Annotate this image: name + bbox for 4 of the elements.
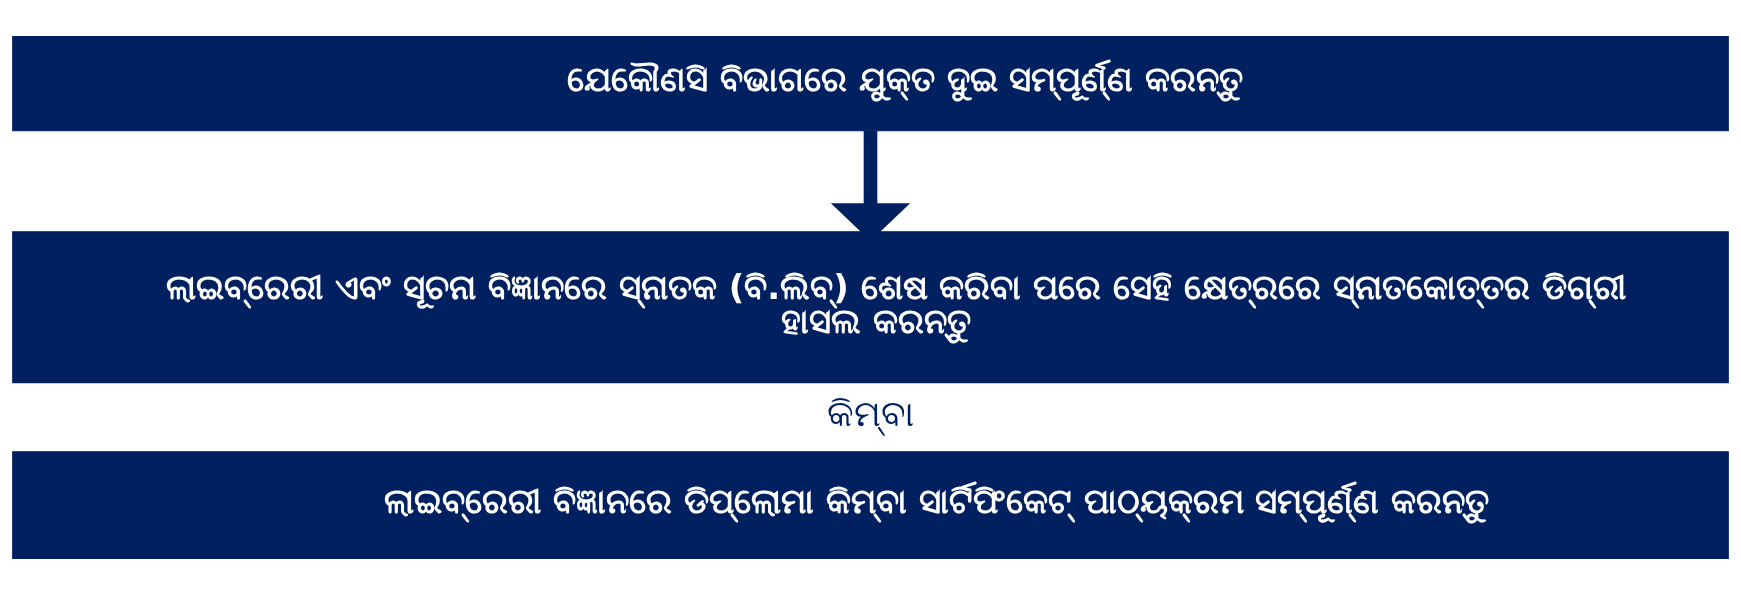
label: କିମ୍ବା xyxy=(827,392,914,436)
node-box: ଯେକୌଣସି ବିଭାଗରେ ଯୁକ୍ତ ଦୁଇ ସମ୍ପୂର୍ଣ୍ଣ କରନ୍ତୁ xyxy=(12,35,1729,132)
node-box: ଲାଇବ୍ରେରୀ ଏବଂ ସୂଚନା ବିଜ୍ଞାନରେ ସ୍ନାତକ (ବି.ଲିବ୍) ଶେଷ କରିବା ପରେ ସେହି କ୍ଷେତ୍ରରେ ସ୍ନାତକୋତ୍ତର ଡିଗ୍ରୀ ହାସଲ କରନ୍ତୁ xyxy=(12,231,1729,384)
node-box: ଲାଇବ୍ରେରୀ ବିଜ୍ଞାନରେ ଡିପ୍ଲୋମା କିମ୍ବା ସାର୍ଟିଫିକେଟ୍ ପାଠ୍ୟକ୍ରମ ସମ୍ପୂର୍ଣ୍ଣ କରନ୍ତୁ xyxy=(12,451,1729,560)
